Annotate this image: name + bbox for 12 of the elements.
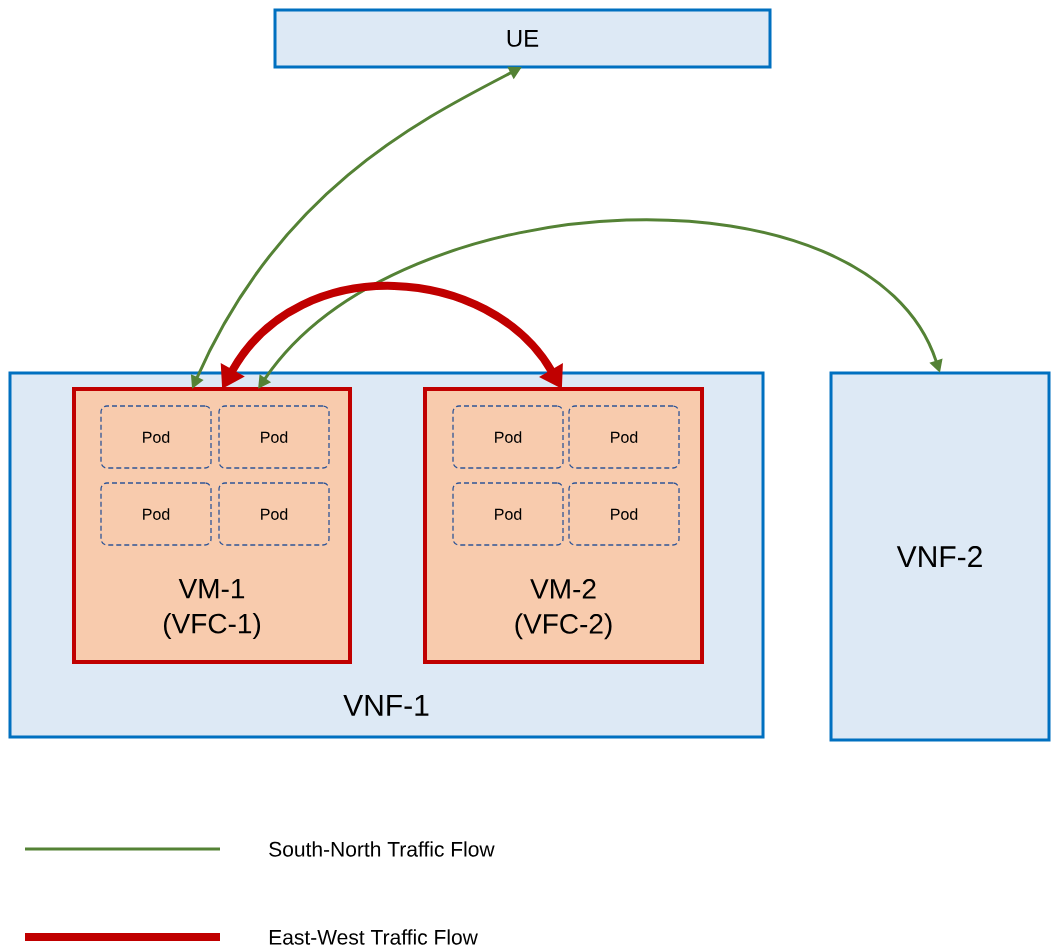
pod-box: Pod bbox=[452, 405, 564, 469]
title-box: UE bbox=[273, 8, 772, 69]
pod-box: Pod bbox=[568, 482, 680, 546]
legend-text: South-North Traffic Flow bbox=[269, 841, 495, 857]
pod-box: Pod bbox=[568, 405, 680, 469]
pod-box: Pod bbox=[218, 405, 330, 469]
pod-box: Pod bbox=[452, 482, 564, 546]
vnf-box: VNF-2 bbox=[829, 371, 1051, 742]
pod-box: Pod bbox=[100, 405, 212, 469]
pod-box: Pod bbox=[100, 482, 212, 546]
legend-text: East-West Traffic Flow bbox=[269, 929, 478, 945]
pod-box: Pod bbox=[218, 482, 330, 546]
